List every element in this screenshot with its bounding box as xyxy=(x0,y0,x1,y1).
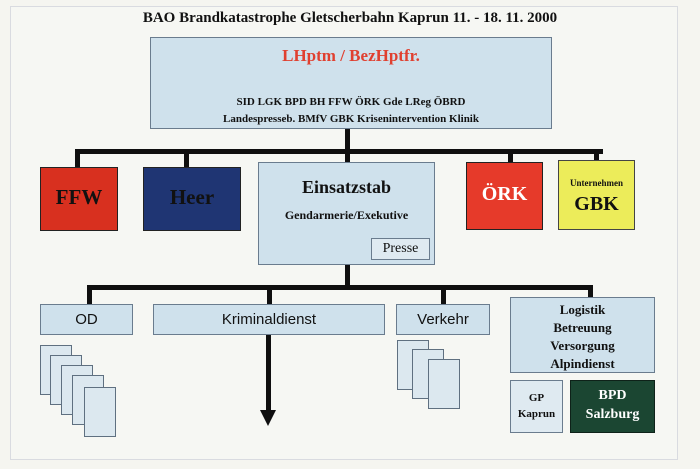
logistik-box: Logistik Betreuung Versorgung Alpindiens… xyxy=(510,297,655,373)
connector-heer xyxy=(184,149,189,168)
einsatzstab-box: Einsatzstab Gendarmerie/Exekutive xyxy=(258,162,435,265)
bpd-line1: BPD xyxy=(598,388,627,403)
bpd-line2: Salzburg xyxy=(585,407,640,422)
logistik-line1: Logistik xyxy=(559,302,606,317)
gp-line2: Kaprun xyxy=(517,408,556,420)
bpd-salzburg-box: BPD Salzburg xyxy=(570,380,655,433)
connector-krim xyxy=(267,285,272,305)
leadership-members-line1: SID LGK BPD BH FFW ÖRK Gde LReg ÖBRD xyxy=(236,96,466,108)
ffw-box: FFW xyxy=(40,167,118,231)
connector-lower-horizontal xyxy=(87,285,593,290)
connector-ork xyxy=(508,149,513,163)
gbk-label: GBK xyxy=(574,193,619,215)
heer-label: Heer xyxy=(169,185,215,209)
diagram-title: BAO Brandkatastrophe Gletscherbahn Kapru… xyxy=(142,10,558,26)
gbk-box: Unternehmen GBK xyxy=(558,160,635,230)
connector-verkehr xyxy=(441,285,446,305)
gp-line1: GP xyxy=(528,392,545,404)
od-document xyxy=(84,387,116,437)
leadership-box: LHptm / BezHptfr. SID LGK BPD BH FFW ÖRK… xyxy=(150,37,552,129)
logistik-line2: Betreuung xyxy=(553,320,612,335)
connector-top-vertical xyxy=(345,129,350,163)
od-box: OD xyxy=(40,304,133,335)
connector-gbk xyxy=(594,149,599,161)
heer-box: Heer xyxy=(143,167,241,231)
ork-box: ÖRK xyxy=(466,162,543,230)
verkehr-document xyxy=(428,359,460,409)
einsatzstab-subtitle: Gendarmerie/Exekutive xyxy=(284,208,409,222)
kriminaldienst-label: Kriminaldienst xyxy=(221,311,317,328)
connector-einsatz-down xyxy=(345,265,350,287)
verkehr-label: Verkehr xyxy=(417,311,469,328)
leadership-heading: LHptm / BezHptfr. xyxy=(282,46,420,65)
gbk-small-label: Unternehmen xyxy=(570,178,623,188)
connector-logistik xyxy=(588,285,593,298)
kriminaldienst-arrow-shaft xyxy=(266,335,271,413)
gp-kaprun-box: GP Kaprun xyxy=(510,380,563,433)
connector-ffw xyxy=(75,149,80,168)
logistik-line3: Versorgung xyxy=(550,338,615,353)
logistik-line4: Alpindienst xyxy=(550,356,615,371)
kriminaldienst-box: Kriminaldienst xyxy=(153,304,385,335)
einsatzstab-title: Einsatzstab xyxy=(301,177,391,197)
od-label: OD xyxy=(75,311,98,328)
verkehr-box: Verkehr xyxy=(396,304,490,335)
leadership-members-line2: Landespresseb. BMfV GBK Kriseninterventi… xyxy=(223,113,479,125)
ffw-label: FFW xyxy=(55,185,103,209)
kriminaldienst-arrow-head xyxy=(260,410,276,426)
connector-upper-horizontal xyxy=(75,149,603,154)
presse-box: Presse xyxy=(371,238,430,260)
connector-od xyxy=(87,285,92,305)
ork-label: ÖRK xyxy=(481,183,528,205)
